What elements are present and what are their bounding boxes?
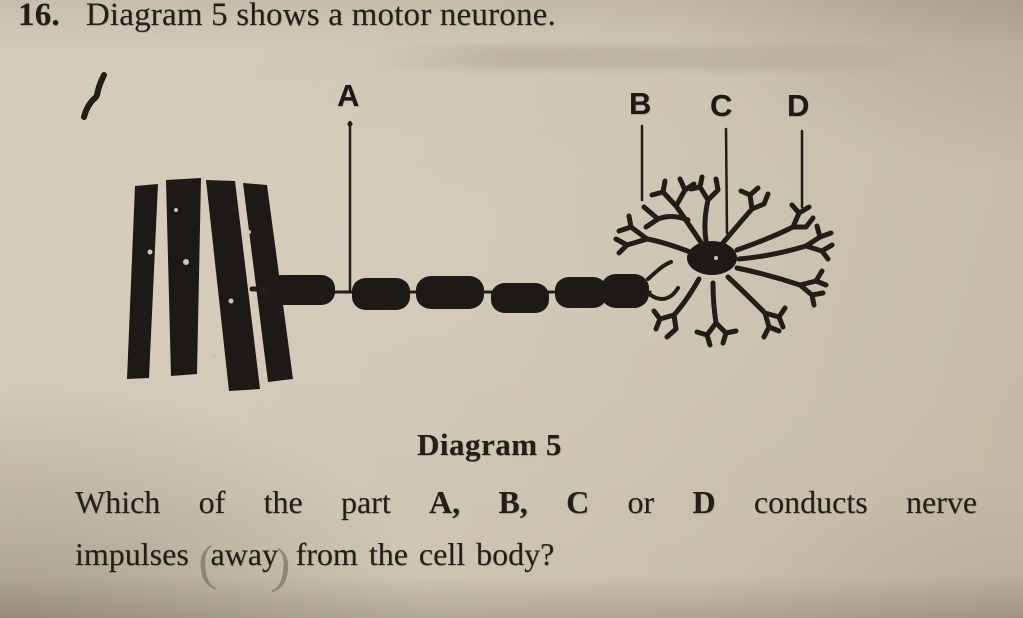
diagram-label-a: A	[337, 78, 360, 113]
leader-line-c	[724, 127, 729, 235]
stray-ink-mark	[81, 72, 107, 120]
figure-caption: Diagram 5	[417, 427, 562, 462]
muscle-fibres-drawing	[127, 178, 293, 391]
bold-option-c: C	[566, 484, 590, 520]
cell-body-nucleus-drawing	[687, 241, 737, 275]
question-line1-or: or	[627, 484, 655, 520]
question-line1-post: conducts nerve	[753, 484, 978, 520]
question-line1-pre: Which of the part	[75, 484, 391, 520]
bold-option-d: D	[692, 484, 716, 520]
question-heading: 16. Diagram 5 shows a motor neurone.	[18, 0, 556, 34]
bold-option-a: A,	[429, 484, 461, 520]
pencil-annotation-open-paren: (	[194, 534, 218, 592]
diagram-label-c: C	[710, 88, 733, 123]
pencil-annotation-close-paren: )	[270, 537, 295, 595]
question-number: 16.	[18, 0, 60, 33]
axon-myelin-sheath-drawing	[249, 260, 680, 313]
question-line-2: impulses (away) from the cell body?	[75, 534, 977, 595]
label-leader-lines	[347, 120, 804, 292]
question-line2-post: from the cell body?	[295, 536, 555, 572]
ink-bleed-through-smudge	[370, 46, 930, 70]
circled-word: away	[210, 536, 278, 572]
diagram-label-d: D	[787, 88, 810, 123]
dendrites-drawing	[613, 174, 835, 348]
diagram-label-b: B	[629, 86, 652, 121]
question-title: Diagram 5 shows a motor neurone.	[85, 0, 556, 33]
bold-option-b: B,	[498, 484, 528, 520]
question-line-1: Which of the part A, B, C or D conducts …	[75, 486, 977, 518]
question-line2-pre: impulses	[75, 536, 189, 572]
question-text: Which of the part A, B, C or D conducts …	[75, 486, 977, 595]
